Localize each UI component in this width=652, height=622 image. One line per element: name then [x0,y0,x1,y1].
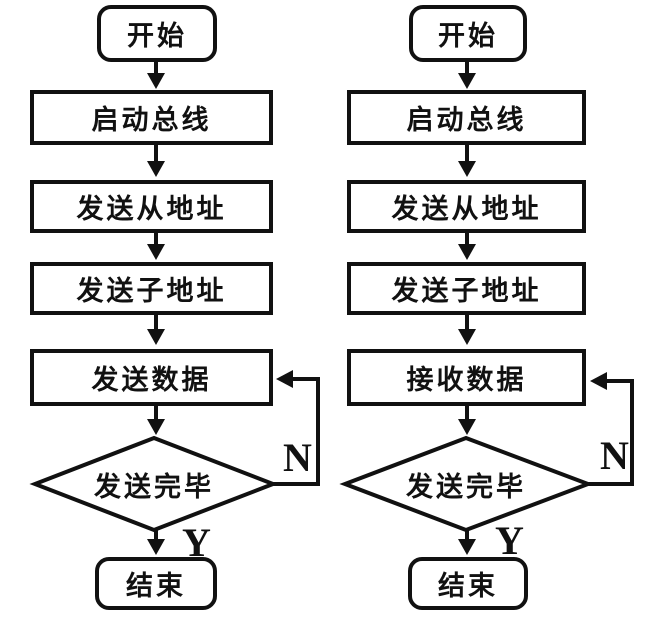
process-send-slave-address: 发送从地址 [30,180,273,233]
arrow-down-icon [458,530,476,555]
loop-arrow-icon [588,372,634,486]
decision-diamond [29,435,279,533]
loop-arrow-icon [273,370,320,486]
process-start-bus: 启动总线 [347,90,586,145]
process-start-bus: 启动总线 [30,90,273,145]
arrow-down-icon [147,62,165,89]
process-receive-data: 接收数据 [347,349,586,406]
branch-label-yes: Y [182,520,211,565]
arrow-down-icon [458,62,476,89]
arrow-down-icon [147,233,165,260]
arrow-down-icon [458,233,476,260]
decision-send-complete-label: 发送完毕 [406,471,526,503]
process-send-subaddress: 发送子地址 [30,262,273,315]
arrow-down-icon [147,530,165,555]
decision-diamond [339,435,594,533]
start-terminator: 开始 [409,5,527,62]
process-send-data: 发送数据 [30,349,273,406]
arrow-down-icon [147,315,165,345]
arrow-down-icon [458,145,476,177]
branch-label-no: N [283,435,312,480]
process-send-slave-address: 发送从地址 [347,180,586,233]
start-terminator: 开始 [97,5,217,62]
arrow-down-icon [458,315,476,345]
end-terminator: 结束 [95,557,217,610]
arrow-down-icon [458,406,476,435]
decision-send-complete-label: 发送完毕 [94,471,214,503]
branch-label-no: N [600,433,629,478]
branch-label-yes: Y [495,518,524,563]
arrow-down-icon [147,145,165,177]
end-terminator: 结束 [408,557,528,610]
process-send-subaddress: 发送子地址 [347,262,586,315]
arrow-down-icon [147,406,165,435]
